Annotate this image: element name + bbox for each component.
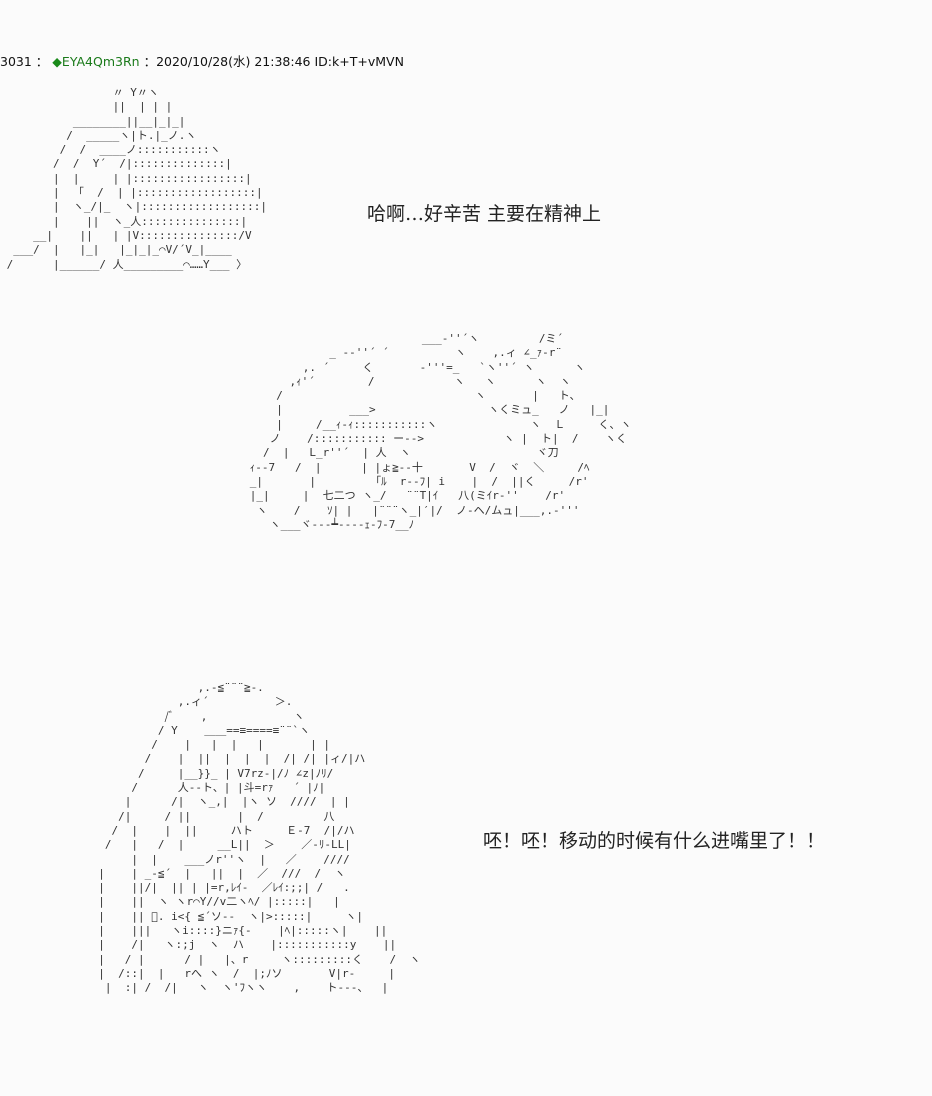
poster-trip: EYA4Qm3Rn bbox=[61, 54, 140, 69]
post-number[interactable]: 3031 bbox=[0, 54, 32, 69]
ascii-art-bottom: ,.-≦¨¨¨≧‐. ,.ィ´ ＞. /ﾞ , ヽ / Y ＿＿==≡====≡… bbox=[98, 681, 421, 995]
dialogue-line-1: 哈啊…好辛苦 主要在精神上 bbox=[367, 203, 602, 225]
post-header: 3031 ： ◆EYA4Qm3Rn ：2020/10/28(水) 21:38:4… bbox=[0, 51, 404, 70]
trip-diamond-icon: ◆ bbox=[52, 54, 62, 69]
header-separator: ： bbox=[35, 54, 49, 69]
ascii-art-middle: ___‐''´ヽ /ミ´ _ -‐''´ ´ ヽ ,.ィ ∠_ｧ‐r¨ ,. ´… bbox=[249, 332, 632, 531]
ascii-art-top: 〃 Y〃ヽ || | | | ________||__|_|_| / _____… bbox=[6, 86, 268, 271]
dialogue-line-2: 呸！呸！移动的时候有什么进嘴里了！！ bbox=[483, 830, 826, 852]
poster-id: ID:k+T+vMVN bbox=[314, 54, 404, 69]
post-datetime: 2020/10/28(水) 21:38:46 bbox=[156, 54, 311, 69]
date-separator: ： bbox=[143, 54, 157, 69]
